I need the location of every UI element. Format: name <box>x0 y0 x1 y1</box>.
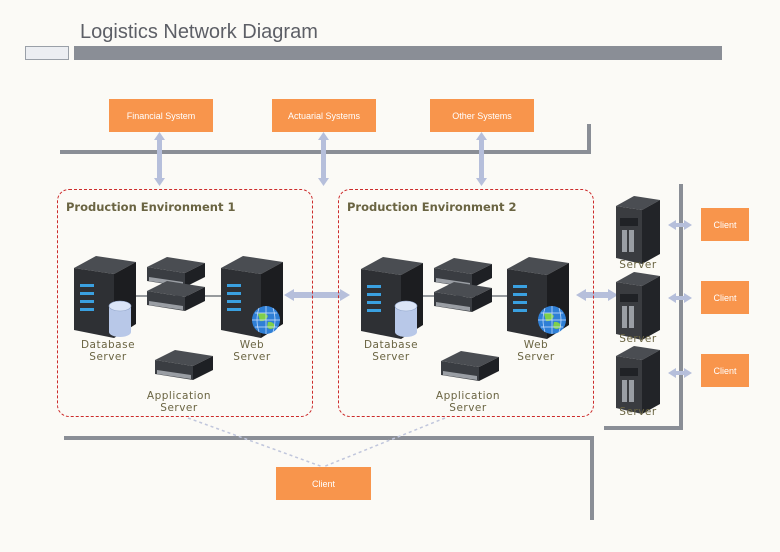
switch-icon <box>147 281 205 311</box>
arrow-client-3 <box>668 368 692 378</box>
arrow-client-1 <box>668 220 692 230</box>
database-icon <box>108 300 132 338</box>
client-box-2[interactable]: Client <box>701 281 749 314</box>
bottom-bus <box>64 436 594 440</box>
globe-icon <box>251 305 281 335</box>
dotted-link-app2 <box>322 417 446 468</box>
server-3-label: Server <box>619 406 657 418</box>
financial-system-box[interactable]: Financial System <box>109 99 213 132</box>
env1-title: Production Environment 1 <box>66 200 236 214</box>
arrow-client-2 <box>668 293 692 303</box>
top-bus-end <box>587 124 591 154</box>
application-server-1-icon <box>155 350 213 380</box>
production-environment-2 <box>338 189 594 417</box>
server-3-icon <box>616 346 660 414</box>
server-1-icon <box>616 196 660 264</box>
arrow-env2-servers <box>576 289 618 301</box>
arrow-other <box>476 132 487 186</box>
title-bar <box>74 46 722 60</box>
client-box-3[interactable]: Client <box>701 354 749 387</box>
page-title: Logistics Network Diagram <box>80 21 318 43</box>
client-box-1[interactable]: Client <box>701 208 749 241</box>
actuarial-systems-box[interactable]: Actuarial Systems <box>272 99 376 132</box>
arrow-financial <box>154 132 165 186</box>
right-bus <box>679 184 683 430</box>
server-2-icon <box>616 272 660 340</box>
switch-icon <box>434 282 492 312</box>
right-bus-bottom <box>604 426 683 430</box>
globe-icon <box>537 305 567 335</box>
arrow-env1-env2 <box>284 289 350 301</box>
arrow-actuarial <box>318 132 329 186</box>
other-systems-box[interactable]: Other Systems <box>430 99 534 132</box>
production-environment-1 <box>57 189 313 417</box>
database-icon <box>394 300 418 338</box>
bottom-client-box[interactable]: Client <box>276 467 371 500</box>
server-2-label: Server <box>619 333 657 345</box>
application-server-2-icon <box>441 351 499 381</box>
title-tab <box>25 46 69 60</box>
env2-title: Production Environment 2 <box>347 200 517 214</box>
server-1-label: Server <box>619 259 657 271</box>
bottom-bus-end <box>590 436 594 520</box>
